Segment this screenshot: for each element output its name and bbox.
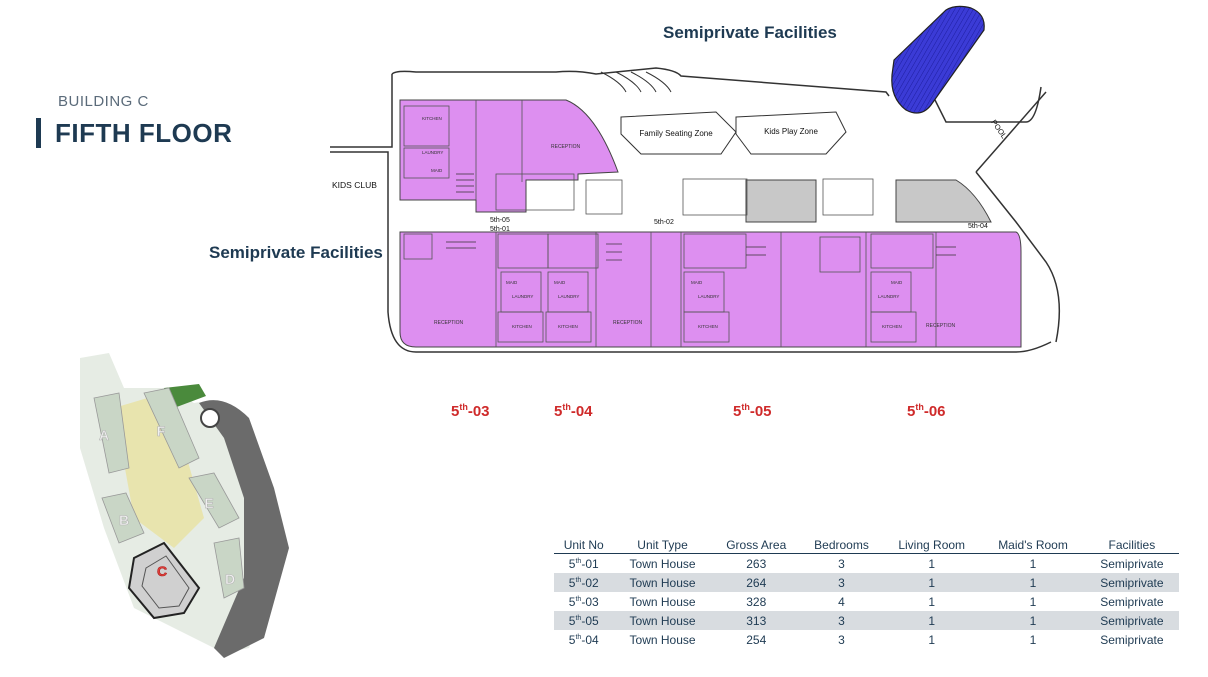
service-areas bbox=[745, 179, 992, 223]
table-row: 5th-01 Town House 263 3 1 1 Semiprivate bbox=[554, 554, 1179, 574]
cell-facilities: Semiprivate bbox=[1084, 611, 1179, 630]
cell-unit-type: Town House bbox=[613, 611, 712, 630]
cell-facilities: Semiprivate bbox=[1100, 594, 1164, 609]
family-seating-zone: Family Seating Zone bbox=[620, 111, 737, 155]
reception-label-c: RECEPTION bbox=[926, 323, 956, 329]
cell-facilities: Semiprivate bbox=[1100, 556, 1164, 571]
cell-unit-type: Town House bbox=[613, 573, 712, 592]
cell-maids-room: 1 bbox=[981, 573, 1085, 592]
keyplan-letter-a: A bbox=[99, 427, 109, 443]
reception-label-b: RECEPTION bbox=[613, 320, 643, 326]
cell-unit-type: Town House bbox=[629, 594, 696, 609]
stair-hatching bbox=[446, 173, 956, 261]
cell-unit-no: 5th-03 bbox=[568, 594, 599, 609]
unit-tag-04: 5th-04 bbox=[968, 223, 988, 230]
maid-label-top: MAID bbox=[431, 168, 443, 173]
unit-tag-02: 5th-02 bbox=[654, 219, 674, 226]
cell-unit-type: Town House bbox=[629, 556, 696, 571]
kitchen-label-top: KITCHEN bbox=[422, 116, 442, 121]
kitchen-label-a: KITCHEN bbox=[512, 324, 532, 329]
col-unit-no: Unit No bbox=[554, 537, 614, 554]
unit-label-06: 5th-06 bbox=[907, 402, 946, 420]
cell-maids-room: 1 bbox=[1029, 594, 1037, 609]
kitchen-label-d: KITCHEN bbox=[882, 324, 902, 329]
kitchen-label-b: KITCHEN bbox=[558, 324, 578, 329]
reception-label-upper: RECEPTION bbox=[551, 144, 581, 150]
maid-label-a: MAID bbox=[506, 280, 518, 285]
col-bedrooms: Bedrooms bbox=[800, 537, 883, 554]
laundry-label-b: LAUNDRY bbox=[558, 294, 579, 299]
cell-living-room: 1 bbox=[882, 611, 982, 630]
cell-bedrooms: 3 bbox=[800, 611, 883, 630]
cell-gross-area: 328 bbox=[746, 594, 767, 609]
laundry-label-top: LAUNDRY bbox=[422, 150, 443, 155]
cell-maids-room: 1 bbox=[1029, 632, 1037, 647]
cell-facilities: Semiprivate bbox=[1084, 573, 1179, 592]
unit-tag-05: 5th-05 bbox=[490, 217, 510, 224]
cell-unit-no: 5th-04 bbox=[568, 632, 599, 647]
family-seating-label: Family Seating Zone bbox=[639, 129, 713, 138]
table-row: 5th-03 Town House 328 4 1 1 Semiprivate bbox=[554, 592, 1179, 611]
keyplan-letter-b: B bbox=[119, 512, 129, 528]
room-walls bbox=[403, 100, 937, 347]
cell-bedrooms: 3 bbox=[838, 556, 845, 571]
cell-unit-no: 5th-01 bbox=[568, 556, 599, 571]
floor-plan: Family Seating Zone Kids Play Zone KIDS … bbox=[330, 67, 1061, 353]
keyplan-letter-c: C bbox=[157, 563, 167, 579]
cell-maids-room: 1 bbox=[981, 611, 1085, 630]
cell-living-room: 1 bbox=[882, 573, 982, 592]
kitchen-label-c: KITCHEN bbox=[698, 324, 718, 329]
maid-label-c: MAID bbox=[691, 280, 703, 285]
kids-play-label: Kids Play Zone bbox=[764, 127, 818, 136]
unit-table: Unit No Unit Type Gross Area Bedrooms Li… bbox=[554, 537, 1179, 649]
col-living-room: Living Room bbox=[882, 537, 982, 554]
cell-bedrooms: 3 bbox=[800, 573, 883, 592]
cell-unit-type: Town House bbox=[629, 632, 696, 647]
col-unit-type: Unit Type bbox=[613, 537, 712, 554]
col-gross-area: Gross Area bbox=[711, 537, 801, 554]
pool bbox=[891, 5, 985, 114]
building-label: BUILDING C bbox=[58, 93, 149, 110]
floor-title: FIFTH FLOOR bbox=[36, 118, 232, 148]
cell-living-room: 1 bbox=[928, 556, 936, 571]
unit-label-04: 5th-04 bbox=[554, 402, 593, 420]
cell-gross-area: 254 bbox=[746, 632, 767, 647]
laundry-label-d: LAUNDRY bbox=[878, 294, 899, 299]
cell-living-room: 1 bbox=[928, 632, 936, 647]
cell-gross-area: 313 bbox=[711, 611, 801, 630]
ramp-lines bbox=[600, 71, 672, 93]
cell-facilities: Semiprivate bbox=[1100, 632, 1164, 647]
cell-unit-no: 5th-02 bbox=[554, 573, 614, 592]
kids-play-zone: Kids Play Zone bbox=[735, 111, 847, 155]
plan-outline bbox=[330, 67, 1061, 353]
laundry-label-c: LAUNDRY bbox=[698, 294, 719, 299]
table-row: 5th-04 Town House 254 3 1 1 Semiprivate bbox=[554, 630, 1179, 649]
table-header-row: Unit No Unit Type Gross Area Bedrooms Li… bbox=[554, 537, 1179, 554]
maid-label-d: MAID bbox=[891, 280, 903, 285]
cell-gross-area: 263 bbox=[746, 556, 767, 571]
cell-living-room: 1 bbox=[928, 594, 936, 609]
cell-maids-room: 1 bbox=[1029, 556, 1037, 571]
laundry-label-a: LAUNDRY bbox=[512, 294, 533, 299]
callout-semiprivate-left: Semiprivate Facilities bbox=[209, 243, 383, 262]
cell-bedrooms: 3 bbox=[838, 632, 845, 647]
unit-tag-01: 5th-01 bbox=[490, 226, 510, 233]
col-maids-room: Maid's Room bbox=[981, 537, 1085, 554]
keyplan-letter-f: F bbox=[157, 423, 166, 439]
maid-label-b: MAID bbox=[554, 280, 566, 285]
kids-club-label: KIDS CLUB bbox=[332, 180, 377, 190]
cell-gross-area: 264 bbox=[711, 573, 801, 592]
col-facilities: Facilities bbox=[1084, 537, 1179, 554]
reception-label-a: RECEPTION bbox=[434, 320, 464, 326]
unit-label-05: 5th-05 bbox=[733, 402, 772, 420]
keyplan-letter-e: E bbox=[204, 495, 213, 511]
cell-unit-no: 5th-05 bbox=[554, 611, 614, 630]
key-plan: A F B E C D bbox=[80, 353, 289, 658]
cell-bedrooms: 4 bbox=[838, 594, 845, 609]
keyplan-letter-d: D bbox=[225, 571, 235, 587]
callout-semiprivate-top: Semiprivate Facilities bbox=[663, 23, 837, 42]
unit-label-03: 5th-03 bbox=[451, 402, 490, 420]
